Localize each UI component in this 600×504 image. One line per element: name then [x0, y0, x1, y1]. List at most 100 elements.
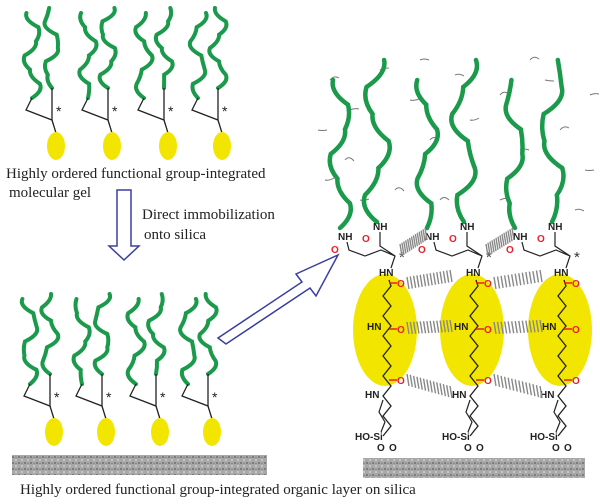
spine-bond — [382, 279, 392, 437]
hydrogen-bond-dash — [442, 320, 447, 333]
linker-bond — [81, 88, 109, 121]
hydrogen-bond-dash — [500, 321, 504, 334]
backbone-bond — [521, 232, 571, 269]
core-ellipse — [47, 132, 65, 160]
hydrogen-bond-dash — [535, 320, 540, 333]
hydrogen-bond-dash — [493, 276, 497, 290]
nh-label: NH — [548, 222, 562, 233]
carbonyl-oxygen-label: O — [362, 234, 370, 245]
solvent-molecule — [439, 197, 450, 201]
carbonyl-oxygen-label: O — [572, 279, 580, 290]
hydrogen-bond-dash — [399, 243, 403, 257]
hydrogen-bond-dash — [503, 321, 508, 334]
core-ellipse — [103, 132, 121, 160]
hydrogen-bond-dash — [500, 275, 504, 289]
hydrogen-bond-dash — [528, 320, 533, 333]
solvent-molecule — [559, 126, 570, 131]
hydrogen-bond-dash — [419, 377, 423, 390]
alkyl-chain — [197, 292, 219, 376]
hn-label: HN — [454, 322, 468, 333]
hydrogen-bond-dash — [485, 243, 489, 257]
hydrogen-bond-dash — [409, 276, 413, 289]
hydrogen-bond-dash — [432, 272, 437, 285]
linker-bond — [49, 405, 55, 420]
hydrogen-bond-dash — [420, 230, 424, 243]
hn-label: HN — [379, 268, 393, 279]
molecule-unit: * — [187, 6, 231, 160]
solvent-molecule — [344, 157, 355, 162]
hydrogen-bond-dash — [406, 276, 410, 290]
bottom-caption: Highly ordered functional group-integrat… — [20, 482, 416, 498]
hydrogen-bond-dash — [403, 241, 407, 254]
hydrogen-bond-dash — [514, 273, 518, 286]
hydrogen-bond-dash — [442, 270, 447, 284]
chiral-center-label: * — [160, 389, 166, 405]
siloxane-oxygen-label: O — [476, 443, 484, 454]
linker-bond — [191, 88, 219, 121]
hydrogen-bond-dash — [491, 240, 495, 253]
hydrogen-bond-dash — [446, 270, 450, 283]
nh-label: NH — [338, 232, 352, 243]
solvent-molecule — [324, 177, 335, 181]
propyl-bond — [378, 399, 386, 433]
carbonyl-oxygen-label: O — [506, 245, 514, 256]
silanol-label: HO-Si — [442, 432, 470, 443]
spine-bond — [557, 279, 567, 437]
hydrogen-bond-dash — [518, 320, 522, 334]
propyl-bond — [553, 399, 561, 433]
linker-bond — [129, 374, 157, 407]
alkyl-chain — [39, 292, 61, 376]
hydrogen-bond-dash — [416, 321, 420, 334]
hydrogen-bond-dash — [439, 271, 443, 284]
hydrogen-bond-dash — [429, 320, 433, 334]
hydrogen-bond-dash — [503, 232, 507, 246]
core-ellipse — [528, 274, 592, 386]
gel-caption-line2: molecular gel — [9, 185, 92, 201]
hydrogen-bond-dash — [414, 234, 419, 247]
hydrogen-bond-dash — [408, 237, 413, 250]
solvent-molecule — [419, 58, 430, 61]
hydrogen-bond-dash — [412, 321, 417, 334]
hydrogen-bond-dash — [405, 240, 409, 253]
molecule-unit: * — [77, 6, 121, 160]
carbonyl-oxygen-label: O — [537, 234, 545, 245]
alkyl-chain — [71, 297, 92, 386]
hn-label: HN — [466, 268, 480, 279]
alkyl-chain — [133, 11, 155, 100]
hydrogen-bond-dash — [406, 373, 410, 387]
core-ellipse — [97, 418, 115, 446]
linker-bond — [25, 88, 53, 121]
solvent-molecule — [529, 56, 540, 61]
hydrogen-bond-dash — [507, 321, 511, 334]
hydrogen-bond-dash — [495, 237, 499, 250]
alkyl-chain — [21, 11, 43, 100]
molecule-unit: * — [21, 6, 65, 160]
hydrogen-bond-dash — [487, 242, 491, 255]
hydrogen-bond-dash — [507, 274, 511, 287]
molecule-unit: * — [178, 292, 221, 446]
alkyl-chain — [19, 297, 40, 386]
hydrogen-bond-dash — [422, 321, 427, 334]
hydrogen-bond-dash — [493, 373, 497, 387]
chiral-center-label: * — [106, 389, 112, 405]
hydrogen-bond-dash — [446, 384, 450, 398]
core-ellipse — [203, 418, 221, 446]
carbonyl-oxygen-label: O — [397, 325, 405, 336]
linker-bond — [137, 88, 165, 121]
hydrogen-bond-dash — [432, 381, 437, 394]
hydrogen-bond-dash — [416, 275, 420, 288]
carbonyl-oxygen-label: O — [484, 279, 492, 290]
hydrogen-bond-dash — [511, 378, 515, 391]
hydrogen-bond-dash — [436, 320, 440, 333]
hydrogen-bond-dash — [439, 320, 443, 333]
hydrogen-bond-dash — [424, 227, 428, 241]
hydrogen-bond-dash — [429, 380, 433, 393]
linker-bond — [101, 405, 107, 420]
hydrogen-bond-dash — [497, 236, 501, 249]
solvent-molecule — [349, 108, 360, 111]
hydrogen-bond-dash — [412, 375, 417, 388]
spine-bond — [469, 279, 479, 437]
